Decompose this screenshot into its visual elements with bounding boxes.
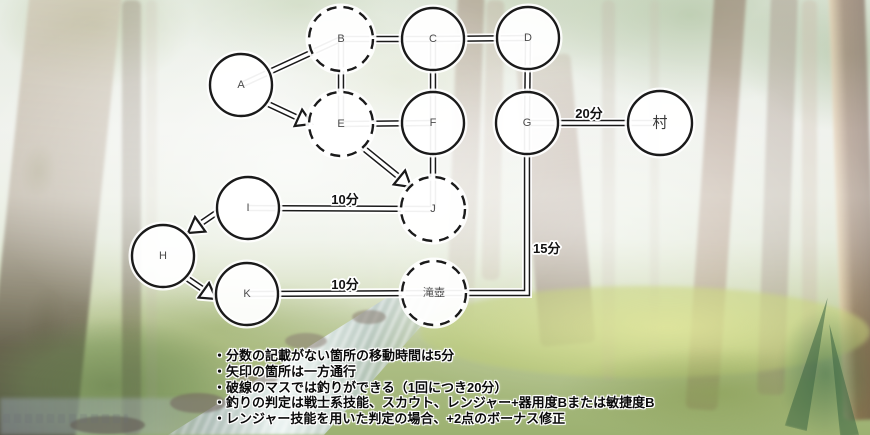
edge-label-G-village: 20分 [575, 106, 602, 121]
arrowhead-E-J [391, 168, 413, 189]
note-item: ・釣りの判定は戦士系技能、スカウト、レンジャー+器用度Bまたは敏捷度B [213, 395, 655, 411]
node-g-label: G [523, 117, 532, 129]
note-item: ・破線のマスでは釣りができる（1回につき20分） [213, 379, 508, 395]
note-item: ・矢印の箇所は一方通行 [213, 363, 357, 379]
edge-label-K-takitsubo: 10分 [331, 277, 358, 292]
node-h-label: H [159, 250, 167, 262]
edge-label-G-takitsubo: 15分 [533, 241, 560, 256]
node-D: D [493, 3, 563, 73]
node-B: B [305, 3, 377, 75]
watermark [3, 414, 128, 423]
node-b-label: B [337, 33, 344, 45]
node-f-label: F [430, 117, 437, 129]
node-a-label: A [237, 79, 245, 91]
arrowhead-H-K [196, 280, 218, 301]
notes-list: ・分数の記載がない箇所の移動時間は5分 ・矢印の箇所は一方通行 ・破線のマスでは… [213, 348, 654, 427]
edge-label-I-J: 10分 [331, 192, 358, 207]
node-H: H [128, 221, 198, 291]
note-item: ・分数の記載がない箇所の移動時間は5分 [213, 348, 455, 363]
node-E: E [305, 88, 377, 160]
node-A: A [206, 50, 276, 120]
arrowheads [185, 106, 414, 302]
node-takitsubo: 滝壺 [398, 257, 470, 329]
node-c-label: C [429, 33, 437, 45]
node-i-label: I [246, 202, 249, 214]
node-F: F [398, 88, 468, 158]
node-d-label: D [524, 32, 532, 44]
node-e-label: E [337, 118, 344, 130]
node-j-label: J [430, 203, 436, 215]
node-I: I [213, 173, 283, 243]
node-C: C [398, 4, 468, 74]
rock [70, 416, 145, 434]
rock [352, 310, 386, 324]
node-takitsubo-label: 滝壺 [423, 286, 445, 299]
node-G: G [492, 88, 562, 158]
arrowhead-I-H [186, 214, 208, 235]
node-village-label: 村 [652, 115, 667, 132]
rock [170, 393, 226, 413]
rock [238, 370, 278, 386]
note-item: ・レンジャー技能を用いた判定の場合、+2点のボーナス修正 [213, 411, 566, 427]
node-J: J [397, 173, 469, 245]
rock [285, 333, 327, 349]
node-k-label: K [243, 288, 251, 300]
node-K: K [212, 259, 282, 329]
node-village: 村 [624, 87, 696, 159]
